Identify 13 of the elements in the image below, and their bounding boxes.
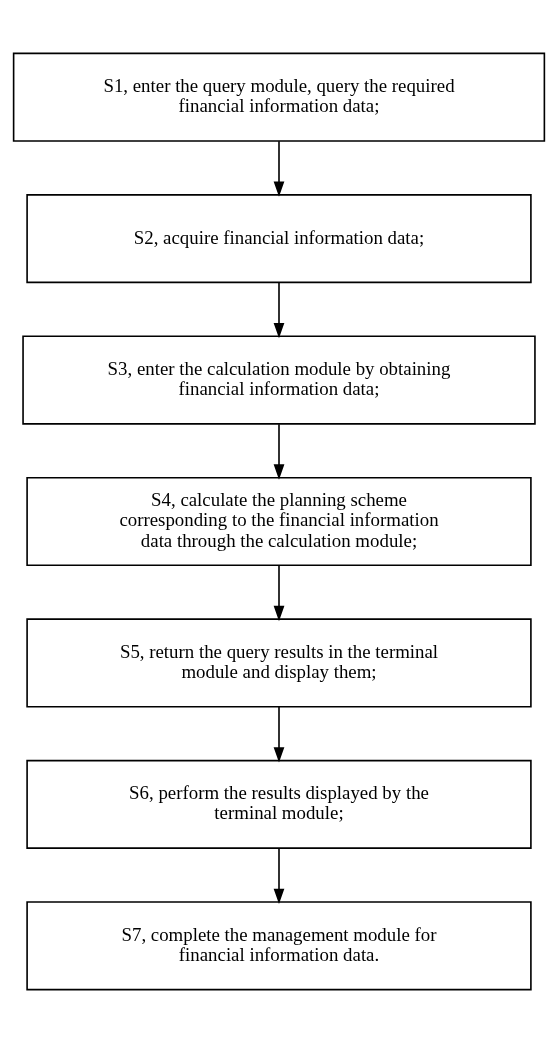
arrow — [273, 564, 285, 621]
arrow — [273, 705, 285, 763]
node-box: S2, acquire financial information data; — [26, 193, 532, 283]
arrow — [273, 422, 285, 480]
node-box: S5, return the query results in the terminal module and display them; — [26, 617, 532, 708]
node-box: S4, calculate the planning scheme corresponding to the financial information data through the calculation module; — [26, 476, 532, 566]
arrow — [273, 281, 285, 338]
node-box: S6, perform the results displayed by the terminal module; — [26, 759, 532, 849]
arrow — [273, 139, 285, 197]
node-box: S1, enter the query module, query the required financial information data; — [12, 52, 546, 142]
node-box: S3, enter the calculation module by obtaining financial information data; — [22, 334, 536, 425]
arrow — [273, 847, 285, 904]
node-box: S7, complete the management module for financial information data. — [26, 900, 532, 990]
